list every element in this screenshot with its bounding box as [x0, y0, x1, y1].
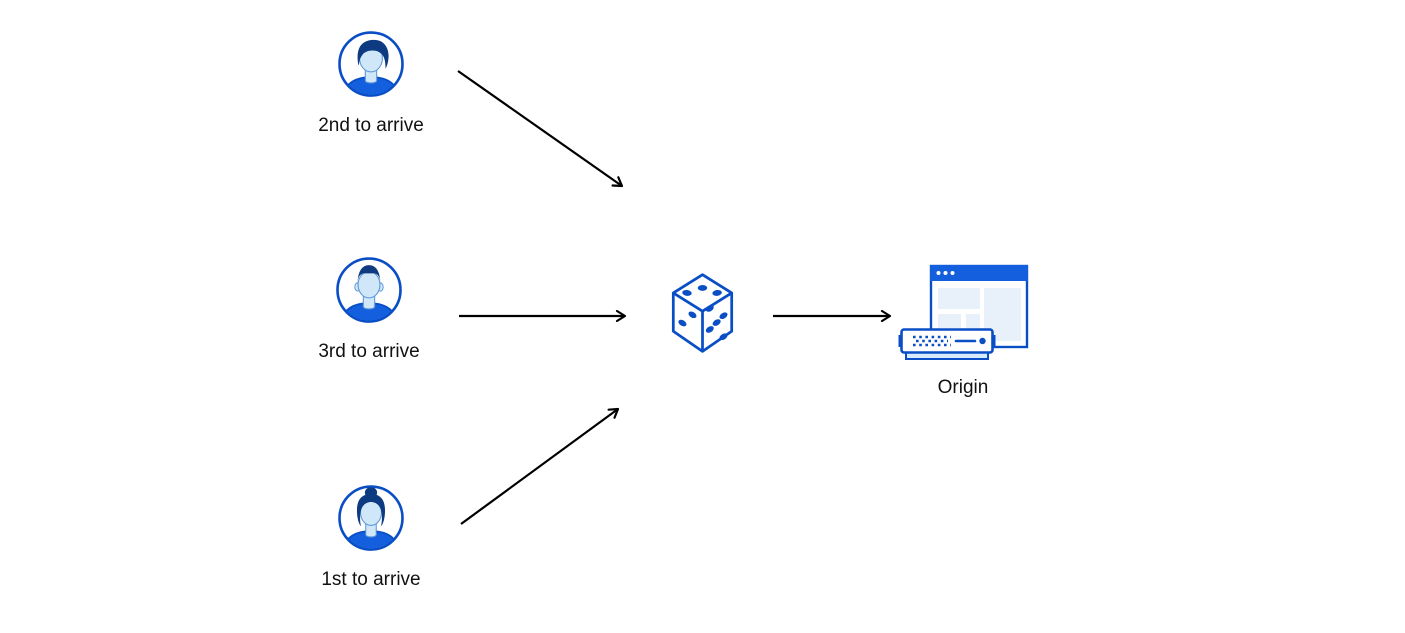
- avatar-man-side-part-icon: [338, 31, 404, 97]
- node-origin: Origin: [897, 263, 1029, 399]
- avatar-woman-bun-icon: [338, 485, 404, 551]
- node-visitor-second: 2nd to arrive: [311, 29, 431, 137]
- arrow-first-to-dice: [460, 407, 620, 525]
- node-visitor-third: 3rd to arrive: [309, 255, 429, 363]
- node-label-origin: Origin: [937, 377, 989, 398]
- node-label-visitor-second: 2nd to arrive: [318, 115, 424, 136]
- server-icon: [898, 328, 996, 360]
- arrow-second-to-dice: [457, 70, 624, 188]
- origin-server-browser-icon: [898, 264, 1029, 360]
- dice-icon: [671, 273, 734, 353]
- node-label-visitor-first: 1st to arrive: [321, 569, 421, 590]
- avatar-man-flat-top-icon: [336, 257, 402, 323]
- node-label-visitor-third: 3rd to arrive: [318, 341, 420, 362]
- node-randomizer: [666, 271, 739, 355]
- node-visitor-first: 1st to arrive: [311, 483, 431, 591]
